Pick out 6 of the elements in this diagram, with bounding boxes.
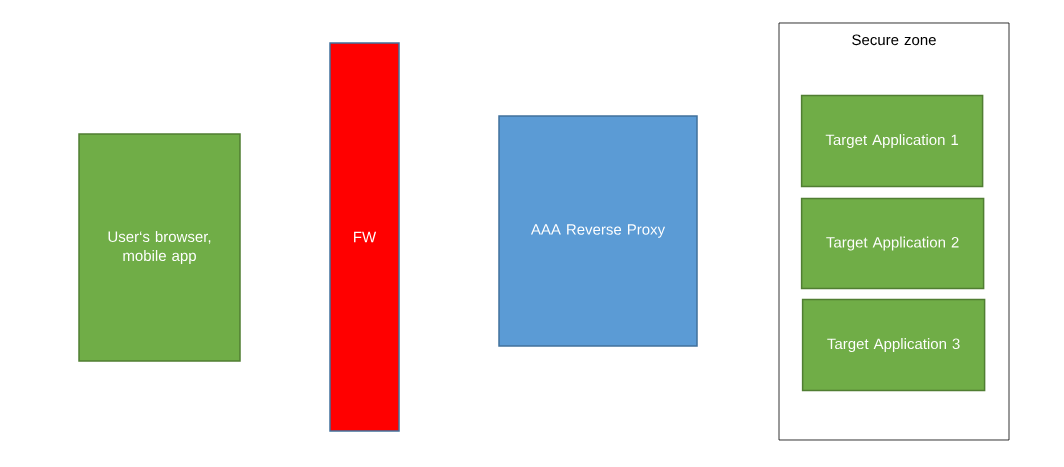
application-box: Target Application 3 — [801, 298, 986, 392]
firewall-bar: FW — [329, 42, 400, 432]
client-box: User‘s browser, mobile app — [78, 133, 241, 362]
proxy-box: AAA Reverse Proxy — [498, 115, 698, 347]
application-box: Target Application 1 — [800, 94, 984, 188]
application-box: Target Application 2 — [800, 197, 985, 290]
